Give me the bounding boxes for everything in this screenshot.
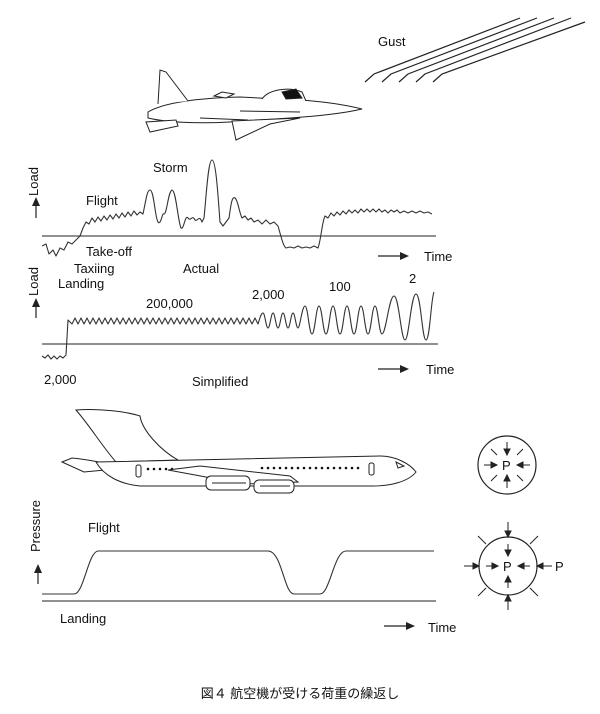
pressure-axis-arrow	[34, 564, 42, 573]
external-pressure-label: P	[555, 559, 564, 574]
load-axis-label-top: Load	[26, 167, 41, 196]
figure-caption: 図４ 航空機が受ける荷重の繰返し	[201, 686, 400, 701]
gust-lines	[364, 17, 586, 83]
count-label-200000: 200,000	[146, 296, 193, 311]
pressure-circle-bottom: P P	[464, 522, 564, 610]
flight-label-bottom: Flight	[88, 520, 120, 535]
taxiing-label: Taxiing	[74, 261, 114, 276]
time-label-top: Time	[424, 249, 452, 264]
count-label-100: 100	[329, 279, 351, 294]
simplified-load-panel: Load 2,000 200,000 2,000 100 2 Simplifie…	[26, 267, 454, 389]
pressure-panel: Pressure Flight Landing Time	[28, 500, 456, 635]
count-label-2000-right: 2,000	[252, 287, 285, 302]
internal-pressure-label-bottom: P	[503, 559, 512, 574]
time-arrow-top	[400, 252, 409, 260]
load-axis-label-mid: Load	[26, 267, 41, 296]
landing-label-bottom: Landing	[60, 611, 106, 626]
gust-label: Gust	[378, 34, 406, 49]
storm-label: Storm	[153, 160, 188, 175]
time-label-mid: Time	[426, 362, 454, 377]
simplified-label: Simplified	[192, 374, 248, 389]
flight-label-top: Flight	[86, 193, 118, 208]
time-arrow-bottom	[406, 622, 415, 630]
actual-load-panel: Load Storm Flight Take-off Taxiing Landi…	[26, 159, 452, 291]
actual-label: Actual	[183, 261, 219, 276]
actual-load-signal	[41, 159, 433, 257]
load-axis-arrow-mid	[32, 298, 40, 307]
count-label-2: 2	[409, 271, 416, 286]
internal-pressure-label-top: P	[502, 458, 511, 473]
take-off-label: Take-off	[86, 244, 132, 259]
simplified-load-signal	[41, 291, 435, 360]
count-label-2000-left: 2,000	[44, 372, 77, 387]
pressure-circle-top: P	[477, 435, 537, 495]
fighter-jet-illustration	[145, 69, 363, 141]
pressure-axis-label: Pressure	[28, 500, 43, 552]
time-arrow-mid	[400, 365, 409, 373]
time-label-bottom: Time	[428, 620, 456, 635]
cabin-pressure-signal	[42, 550, 434, 595]
landing-label-top: Landing	[58, 276, 104, 291]
airliner-illustration	[60, 408, 417, 494]
